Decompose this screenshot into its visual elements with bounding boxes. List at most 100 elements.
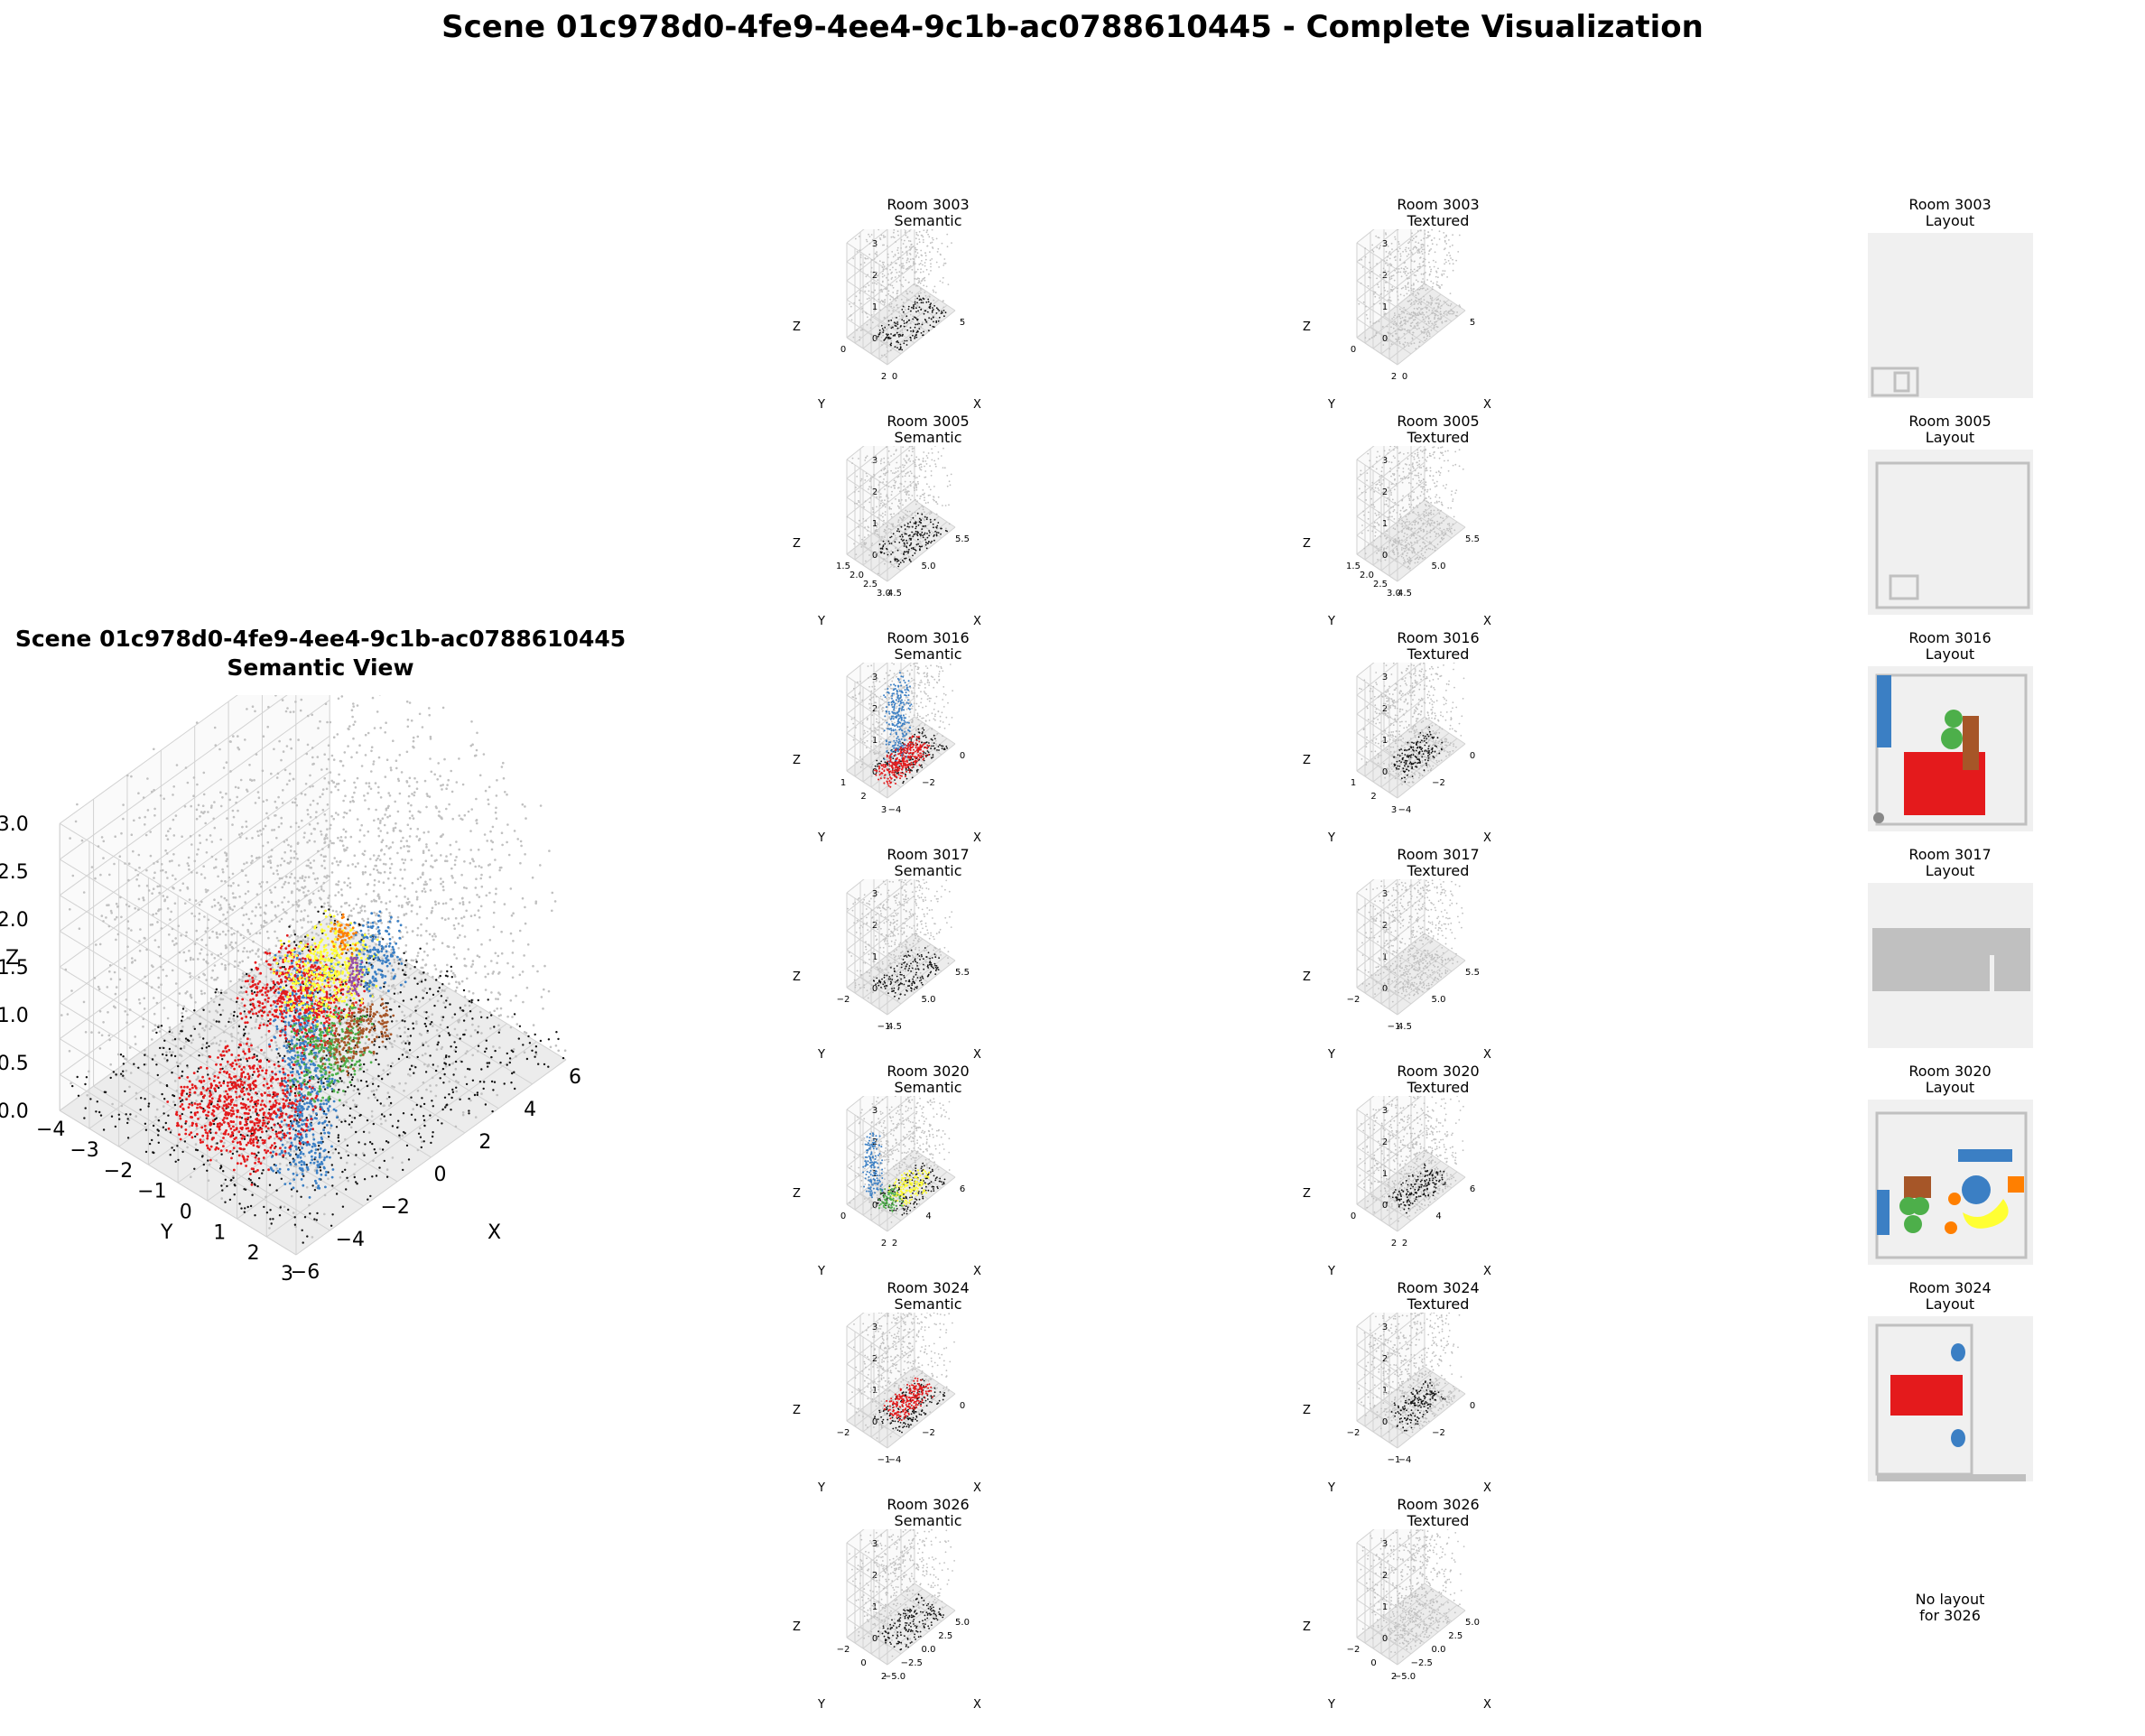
point <box>127 878 130 882</box>
point <box>206 1169 209 1172</box>
point <box>220 1184 223 1187</box>
point <box>308 1024 311 1027</box>
point <box>169 827 172 831</box>
point <box>265 880 269 884</box>
point <box>297 1129 301 1133</box>
point <box>207 889 209 892</box>
point <box>496 961 498 964</box>
point <box>227 1111 230 1115</box>
point <box>408 776 412 780</box>
point <box>322 889 325 893</box>
point <box>294 1165 298 1168</box>
point <box>266 1127 270 1130</box>
point <box>212 1122 216 1126</box>
point <box>202 1163 205 1166</box>
point <box>328 894 331 897</box>
point <box>423 1022 426 1026</box>
point <box>114 918 116 921</box>
point <box>274 944 278 947</box>
point <box>258 1119 261 1122</box>
point <box>292 1035 296 1039</box>
point <box>225 1105 228 1109</box>
point <box>392 827 395 830</box>
point <box>207 1073 209 1076</box>
point <box>326 837 329 840</box>
point <box>232 1081 235 1084</box>
point <box>323 1119 327 1123</box>
point <box>286 1049 290 1053</box>
point <box>360 823 364 827</box>
point <box>255 1141 259 1145</box>
point <box>327 1109 330 1112</box>
point <box>373 1093 376 1096</box>
point <box>184 1128 188 1131</box>
point <box>356 704 359 707</box>
point <box>163 899 166 903</box>
point <box>230 933 234 936</box>
point <box>251 705 255 708</box>
point <box>403 985 405 989</box>
point <box>251 837 254 840</box>
point <box>201 1007 204 1009</box>
point <box>271 1128 274 1131</box>
point <box>376 1052 378 1055</box>
point <box>356 1007 358 1009</box>
point <box>180 934 182 937</box>
point <box>388 794 392 797</box>
point <box>139 928 142 931</box>
point <box>286 1073 290 1077</box>
point <box>431 1013 434 1016</box>
point <box>327 744 330 747</box>
point <box>134 1043 137 1045</box>
point <box>270 891 273 894</box>
point <box>163 1098 166 1100</box>
point <box>240 1117 244 1119</box>
point <box>86 1094 88 1097</box>
point <box>410 1096 413 1099</box>
point <box>480 873 483 877</box>
point <box>237 1065 241 1068</box>
point <box>408 810 412 813</box>
point <box>188 950 190 952</box>
point <box>225 898 228 902</box>
point <box>219 1084 223 1087</box>
point <box>199 952 201 955</box>
point <box>218 1071 221 1074</box>
point <box>239 1133 242 1137</box>
point <box>480 942 483 946</box>
point <box>95 1110 98 1113</box>
point <box>304 1085 308 1089</box>
point <box>412 745 414 748</box>
point <box>347 1179 350 1183</box>
point <box>469 1068 471 1071</box>
point <box>244 1118 247 1121</box>
point <box>337 880 340 883</box>
point <box>354 1103 357 1106</box>
point <box>440 784 442 787</box>
point <box>460 916 463 920</box>
point <box>286 1131 290 1135</box>
point <box>324 855 327 858</box>
point <box>462 915 466 918</box>
point <box>327 1065 330 1069</box>
point <box>210 905 214 908</box>
point <box>459 933 461 937</box>
point <box>423 987 427 990</box>
point <box>347 1154 349 1157</box>
point <box>283 1092 287 1096</box>
point <box>107 1034 111 1037</box>
point <box>240 831 244 835</box>
point <box>339 905 343 908</box>
point <box>299 1145 302 1147</box>
point <box>364 1143 367 1146</box>
main-3d-scatter[interactable]: −6−4−202463210−1−2−3−40.00.51.01.52.02.5… <box>0 695 587 1300</box>
point <box>304 941 307 944</box>
point <box>437 814 441 817</box>
point <box>367 933 370 935</box>
point <box>229 1095 233 1099</box>
point <box>498 1028 501 1032</box>
point <box>477 1025 480 1028</box>
point <box>511 1016 514 1018</box>
point <box>327 1107 330 1110</box>
point <box>277 1131 281 1135</box>
